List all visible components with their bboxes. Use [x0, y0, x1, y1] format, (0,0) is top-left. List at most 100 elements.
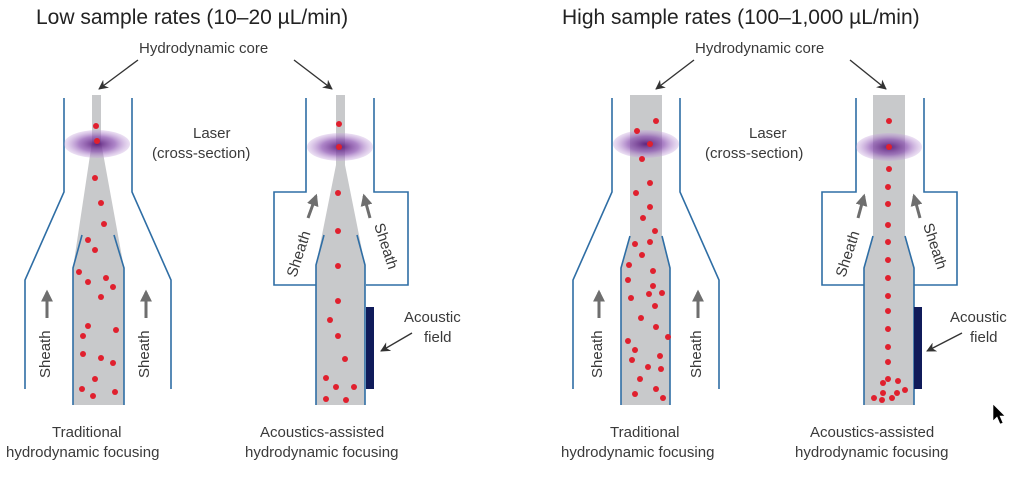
panel-high-sample-rates: High sample rates (100–1,000 µL/min) Hyd…: [561, 6, 1007, 461]
cell-particle: [659, 290, 665, 296]
cell-particle: [885, 293, 891, 299]
cell-particle: [76, 269, 82, 275]
cell-particle: [653, 118, 659, 124]
cell-particle: [652, 228, 658, 234]
cell-particle: [650, 268, 656, 274]
cell-particle: [110, 284, 116, 290]
nozzle-wall-left: [821, 98, 864, 286]
acoustic-field-label: Acoustic: [950, 309, 1007, 326]
cell-particle: [657, 353, 663, 359]
sheath-arrow-right: [360, 193, 373, 219]
cell-particle: [889, 395, 895, 401]
cell-particle: [323, 375, 329, 381]
sample-tube-left: [315, 234, 325, 405]
acoustic-transducer: [914, 307, 922, 389]
acoustic-transducer: [366, 307, 374, 389]
cell-particle: [92, 175, 98, 181]
cell-particle: [885, 344, 891, 350]
core-arrow-right: [849, 59, 887, 90]
cell-particle: [886, 166, 892, 172]
cell-particle: [343, 397, 349, 403]
cell-particle: [80, 333, 86, 339]
cell-particle: [628, 295, 634, 301]
cell-particle: [335, 190, 341, 196]
cell-particle: [335, 228, 341, 234]
sheath-label-right: Sheath: [688, 330, 705, 378]
cell-particle: [639, 252, 645, 258]
cell-particle: [333, 384, 339, 390]
cell-particle: [351, 384, 357, 390]
caption-line-1: Acoustics-assisted: [810, 424, 934, 441]
cell-particle: [85, 323, 91, 329]
cell-particle: [103, 275, 109, 281]
cell-particle: [871, 395, 877, 401]
cell-particle: [653, 386, 659, 392]
core-arrow-left: [655, 59, 695, 90]
cell-particle: [342, 356, 348, 362]
cell-particle: [336, 121, 342, 127]
cell-particle: [652, 303, 658, 309]
cell-particle: [894, 390, 900, 396]
cell-particle: [885, 239, 891, 245]
laser-label-sub: (cross-section): [152, 145, 250, 162]
nozzle-wall-left: [572, 98, 613, 389]
cell-particle: [113, 327, 119, 333]
core-arrow-right: [293, 59, 333, 90]
panel-title: Low sample rates (10–20 µL/min): [36, 6, 348, 29]
nozzle-traditional: Sheath Sheath Traditional hydrodynamic f…: [6, 95, 172, 461]
hydrodynamic-core: [864, 95, 914, 405]
cell-particle: [880, 380, 886, 386]
cell-particle: [629, 357, 635, 363]
sheath-label-right: Sheath: [919, 221, 950, 271]
sheath-arrow-left: [855, 193, 868, 219]
cell-particle: [80, 351, 86, 357]
cell-particle: [323, 396, 329, 402]
panel-title: High sample rates (100–1,000 µL/min): [562, 6, 920, 29]
sheath-label-left: Sheath: [284, 229, 315, 279]
panel-low-sample-rates: Low sample rates (10–20 µL/min) Hydrodyn…: [6, 6, 461, 461]
laser-label: Laser: [749, 125, 787, 142]
cell-particle: [895, 378, 901, 384]
cell-particle: [94, 138, 100, 144]
cell-particle: [336, 144, 342, 150]
cells: [323, 121, 357, 403]
acoustic-field-label: Acoustic: [404, 309, 461, 326]
cell-particle: [90, 393, 96, 399]
sample-tube-right: [661, 235, 671, 405]
cell-particle: [885, 326, 891, 332]
cell-particle: [646, 291, 652, 297]
cell-particle: [85, 237, 91, 243]
cell-particle: [85, 279, 91, 285]
hydrodynamic-core-label: Hydrodynamic core: [139, 40, 268, 57]
cell-particle: [660, 395, 666, 401]
cell-particle: [885, 376, 891, 382]
cell-particle: [885, 201, 891, 207]
cell-particle: [653, 324, 659, 330]
cell-particle: [327, 317, 333, 323]
cell-particle: [902, 387, 908, 393]
cell-particle: [98, 355, 104, 361]
cell-particle: [639, 156, 645, 162]
cell-particle: [886, 118, 892, 124]
nozzle-wall-right: [131, 98, 172, 389]
nozzle-wall-right: [366, 98, 409, 286]
cell-particle: [93, 123, 99, 129]
caption-line-1: Acoustics-assisted: [260, 424, 384, 441]
caption-line-1: Traditional: [610, 424, 679, 441]
sheath-label-left: Sheath: [37, 330, 54, 378]
cell-particle: [650, 283, 656, 289]
cell-particle: [647, 180, 653, 186]
caption-line-2: hydrodynamic focusing: [561, 444, 714, 461]
acoustic-field-label-sub: field: [424, 329, 452, 346]
cell-particle: [625, 338, 631, 344]
laser-cross-section: [613, 130, 679, 158]
cell-particle: [625, 277, 631, 283]
nozzle-wall-right: [679, 98, 720, 389]
sample-tube-left: [72, 234, 83, 405]
caption-line-2: hydrodynamic focusing: [245, 444, 398, 461]
cell-particle: [647, 204, 653, 210]
cell-particle: [92, 376, 98, 382]
sheath-arrow-right: [910, 193, 923, 219]
sheath-label-right: Sheath: [136, 330, 153, 378]
cell-particle: [632, 391, 638, 397]
